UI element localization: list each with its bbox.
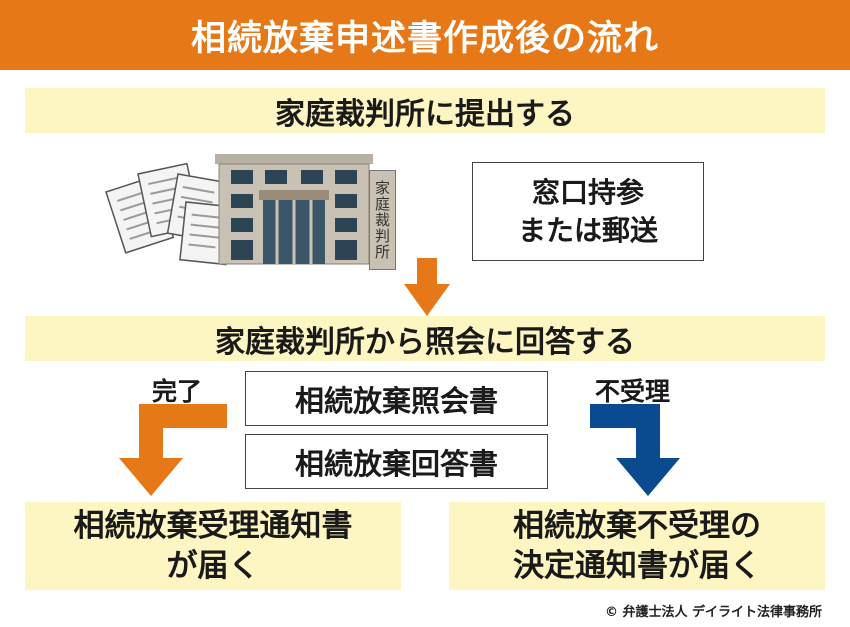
- submit-method-line1: 窓口持参: [531, 175, 644, 209]
- submit-method-line2: または郵送: [517, 213, 658, 247]
- court-sign-text: 家庭裁判所: [373, 180, 391, 260]
- step-submit-label: 家庭裁判所に提出する: [275, 96, 575, 132]
- down-arrow-icon: [404, 258, 450, 316]
- step-reply-band: 家庭裁判所から照会に回答する: [25, 316, 825, 361]
- step-submit-band: 家庭裁判所に提出する: [25, 88, 825, 133]
- outcome-rejected-box: 相続放棄不受理の 決定通知書が届く: [449, 502, 825, 590]
- outcome-complete-line2: が届く: [166, 548, 260, 584]
- complete-arrow-icon: [119, 404, 227, 496]
- court-sign: 家庭裁判所: [369, 170, 396, 270]
- page-title: 相続放棄申述書作成後の流れ: [190, 18, 659, 59]
- title-bar: 相続放棄申述書作成後の流れ: [0, 0, 850, 70]
- outcome-rejected-label: 不受理: [595, 377, 671, 406]
- outcome-complete-box: 相続放棄受理通知書 が届く: [25, 502, 401, 590]
- outcome-rejected-line2: 決定通知書が届く: [513, 548, 761, 584]
- submit-method-box: 窓口持参 または郵送: [472, 162, 704, 261]
- reply-document-box: 相続放棄回答書: [245, 434, 548, 489]
- rejected-arrow-icon: [590, 404, 680, 496]
- copyright-text: © 弁護士法人 デイライト法律事務所: [604, 605, 822, 620]
- outcome-complete-line1: 相続放棄受理通知書: [73, 508, 353, 544]
- inquiry-document-label: 相続放棄照会書: [294, 383, 498, 418]
- outcome-rejected-line1: 相続放棄不受理の: [513, 508, 761, 544]
- inquiry-document-box: 相続放棄照会書: [245, 371, 548, 426]
- outcome-complete-label: 完了: [152, 377, 203, 406]
- courthouse-building-icon: [215, 154, 373, 265]
- step-reply-label: 家庭裁判所から照会に回答する: [215, 324, 635, 360]
- reply-document-label: 相続放棄回答書: [294, 446, 498, 481]
